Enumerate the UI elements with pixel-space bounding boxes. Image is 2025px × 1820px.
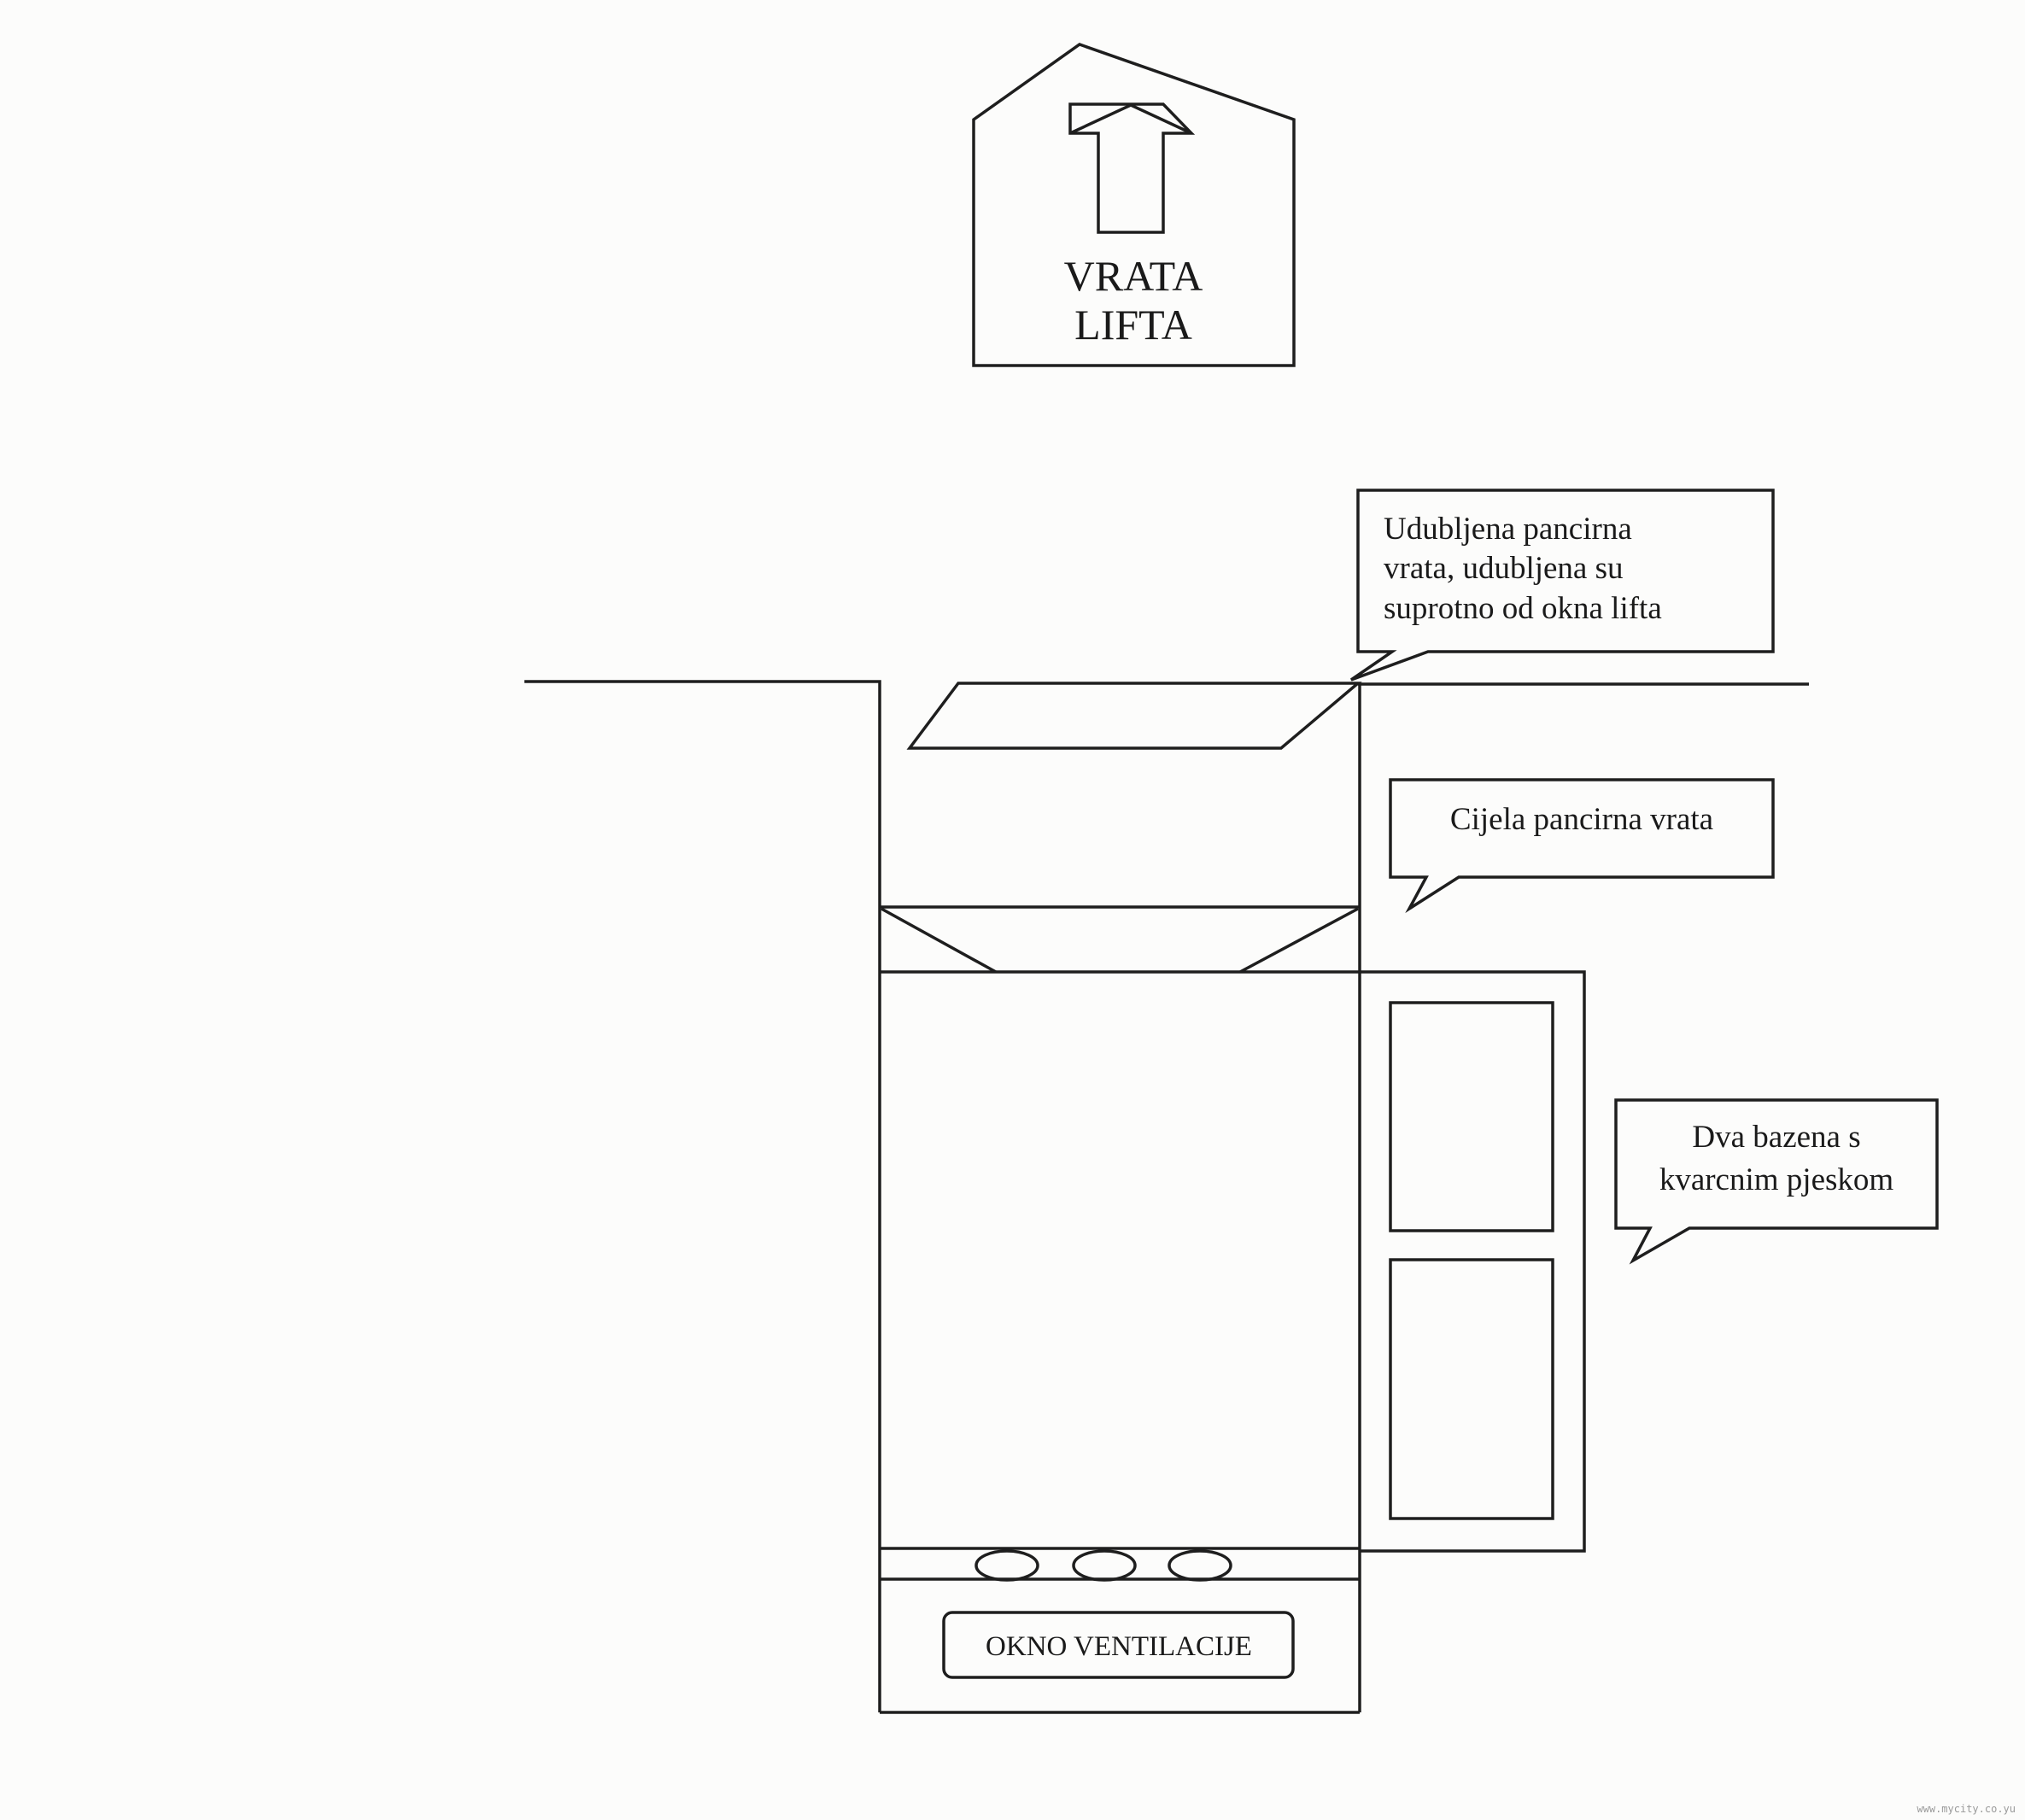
full-door-right-bevel <box>1239 907 1359 974</box>
vent-opening <box>974 1549 1039 1582</box>
callout-full-door: Cijela pancirna vrata <box>1389 778 1775 914</box>
callout-sand-pools: Dva bazena s kvarcnim pjeskom <box>1614 1098 1939 1265</box>
callout-box <box>1614 1098 1939 1265</box>
callout-box <box>1389 778 1775 914</box>
full-armored-door <box>880 905 1360 974</box>
callout-text-line-1: Udubljena pancirna <box>1384 512 1632 547</box>
ground-line-left <box>524 680 881 1712</box>
sand-pool-lower <box>1389 1258 1554 1520</box>
ventilation-section: OKNO VENTILACIJE <box>880 1547 1360 1679</box>
sand-pools-enclosure <box>1360 970 1586 1553</box>
shaft-structure <box>524 680 1809 1714</box>
callout-text-line-2: kvarcnim pjeskom <box>1659 1162 1894 1197</box>
sand-pool-upper <box>1389 1001 1554 1232</box>
vent-opening <box>1072 1549 1137 1582</box>
recessed-armored-door <box>906 682 1362 750</box>
door-sign-line-1: VRATA <box>1064 252 1203 300</box>
watermark: www.mycity.co.yu <box>1917 1803 2016 1815</box>
callout-text-line-1: Cijela pancirna vrata <box>1450 802 1713 837</box>
up-arrow-icon <box>1069 103 1192 135</box>
up-arrow-icon <box>1068 102 1196 234</box>
callout-text-line-3: suprotno od okna lifta <box>1384 591 1662 626</box>
vent-opening <box>1168 1549 1232 1582</box>
callout-recessed-door: Udubljena pancirna vrata, udubljena su s… <box>1350 489 1775 682</box>
full-door-left-bevel <box>881 907 997 974</box>
house-outline <box>972 43 1296 367</box>
vent-label-box <box>942 1611 1295 1679</box>
callout-text-line-1: Dva bazena s <box>1692 1120 1860 1155</box>
vent-label: OKNO VENTILACIJE <box>986 1631 1252 1662</box>
door-sign-line-2: LIFTA <box>1074 301 1192 348</box>
sand-pools <box>1360 970 1586 1553</box>
callout-box <box>1350 489 1775 682</box>
lift-door-sign: VRATA LIFTA <box>972 43 1296 367</box>
callout-text-line-2: vrata, udubljena su <box>1384 551 1624 586</box>
